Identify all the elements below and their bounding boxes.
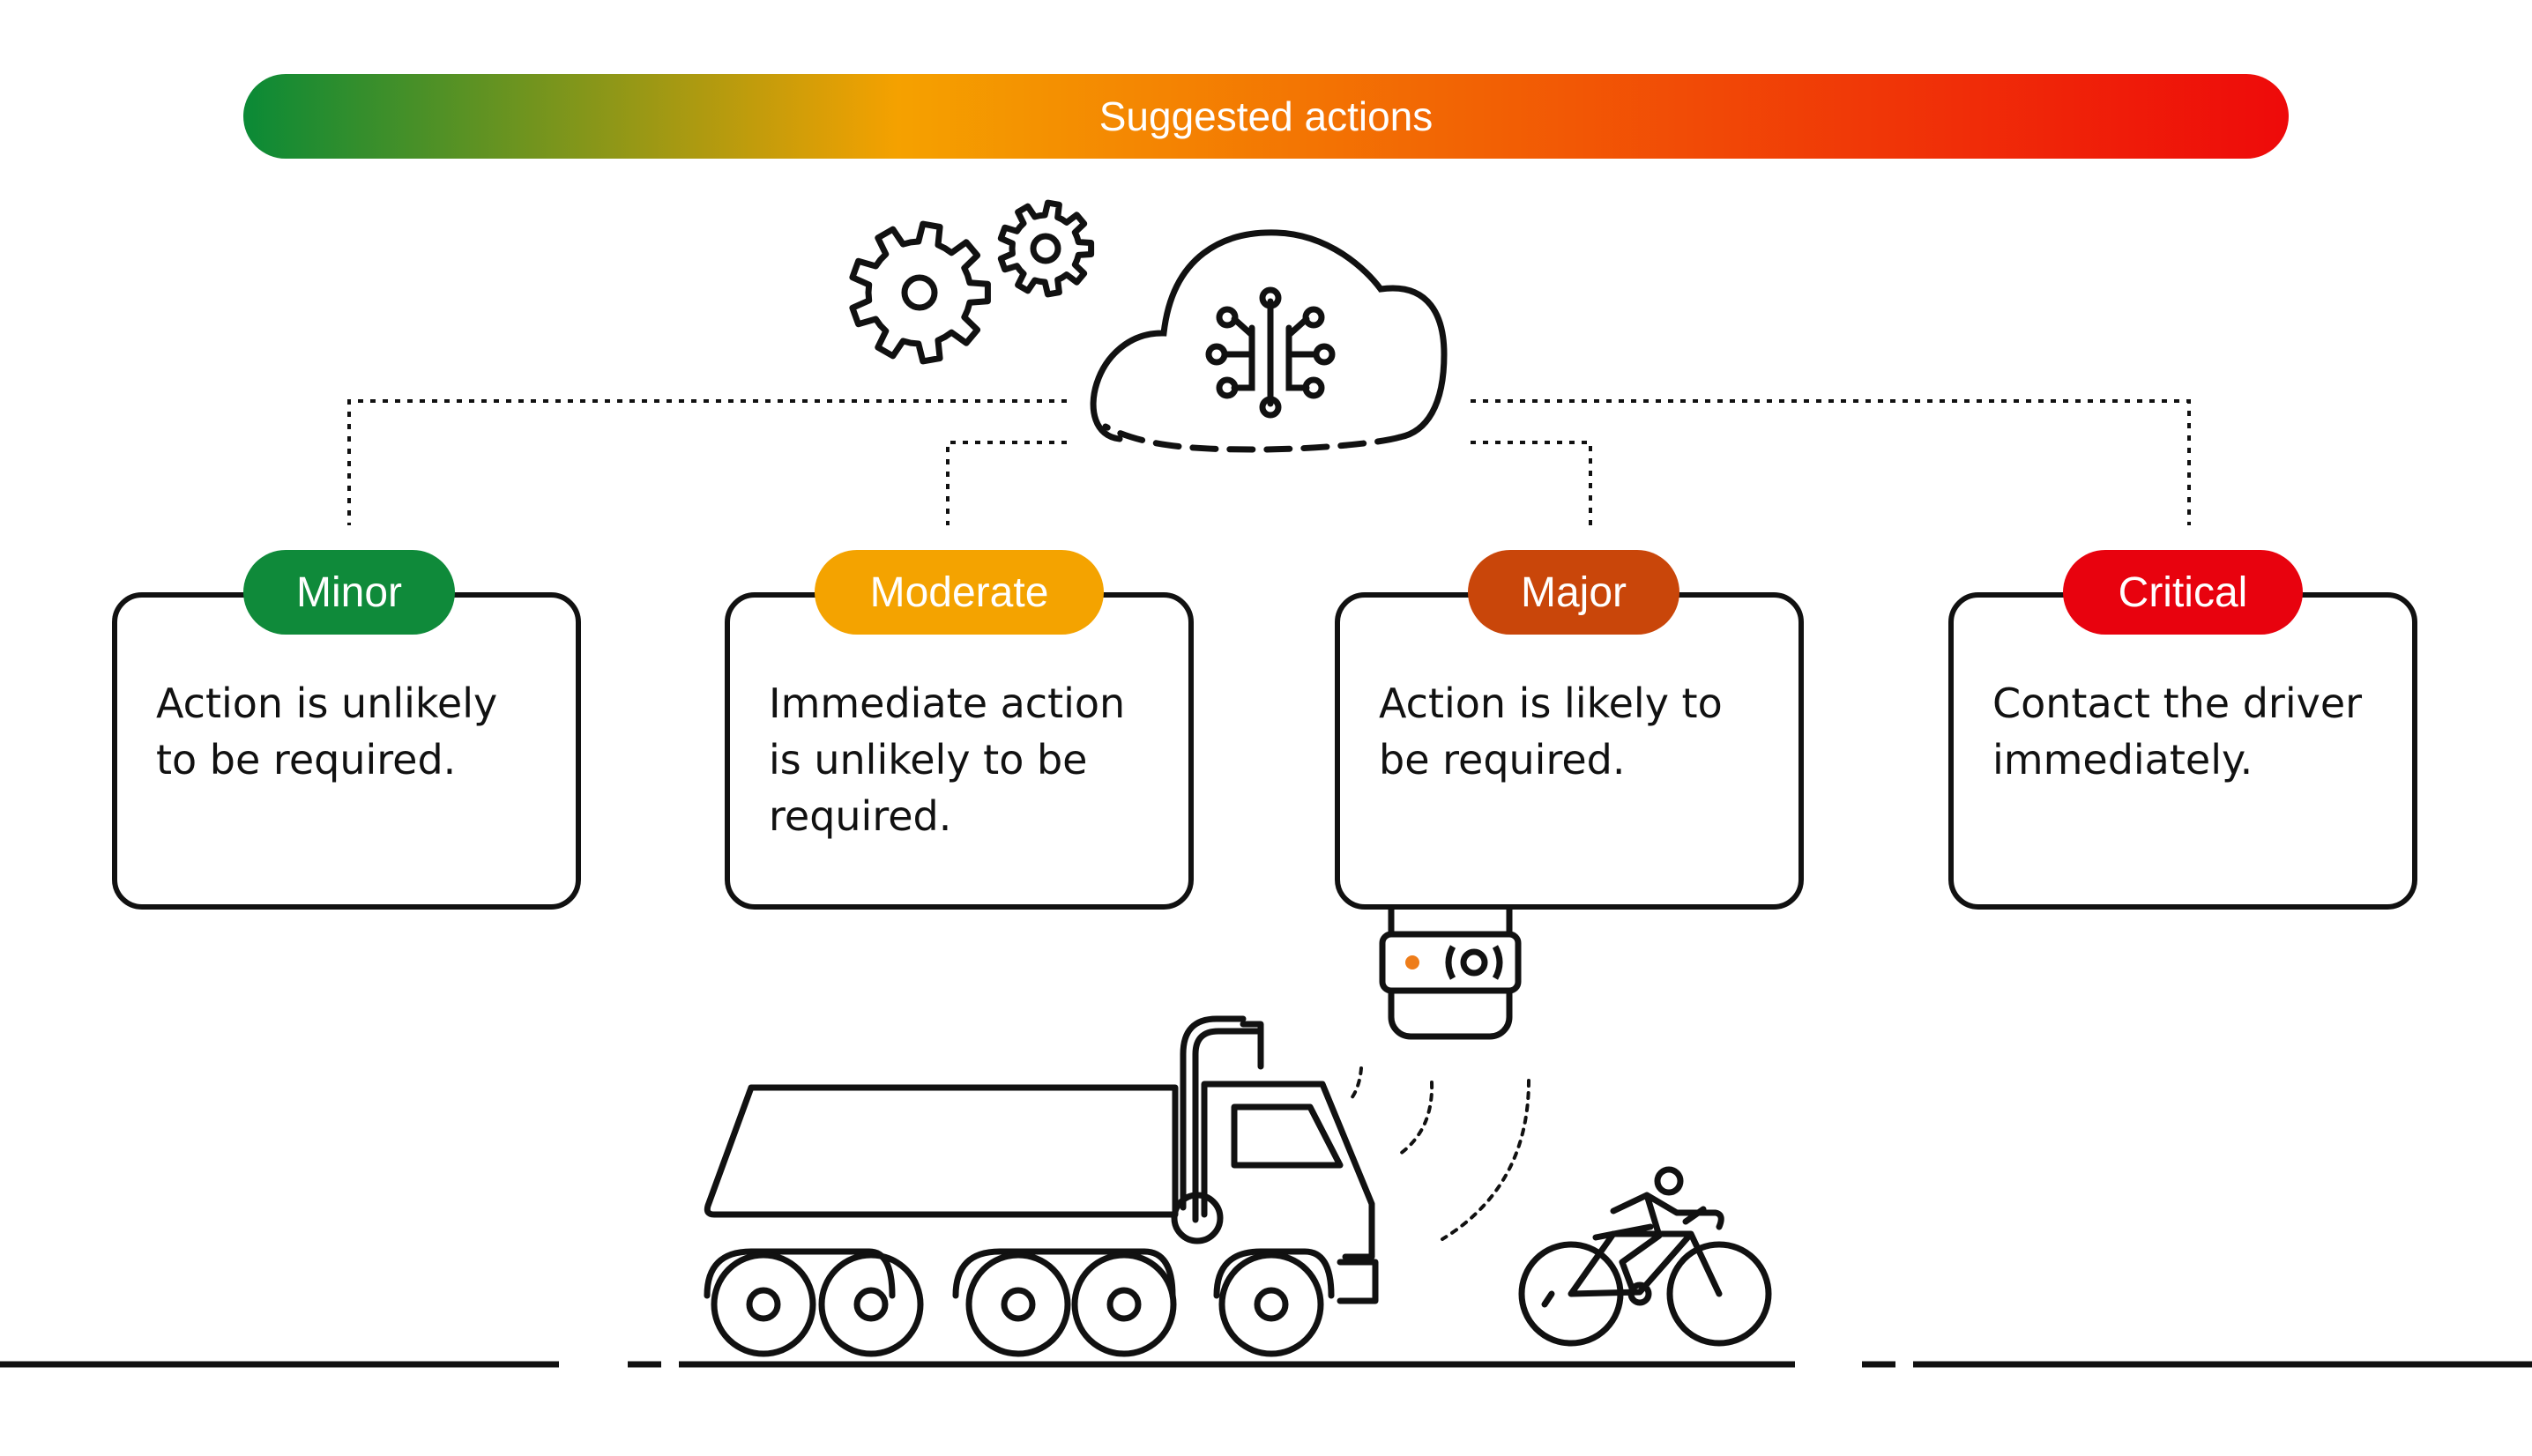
card-description: Action is unlikely to be required. — [156, 675, 549, 788]
gears-icon — [849, 199, 1095, 365]
card-line: Immediate action — [769, 680, 1126, 727]
sensor-signal-right — [1492, 945, 1503, 980]
truck-cab — [1201, 1081, 1375, 1260]
suggested-actions-banner: Suggested actions — [243, 74, 2289, 159]
card-description: Action is likely to be required. — [1379, 675, 1772, 788]
truck-exhaust-stack — [1240, 1021, 1264, 1070]
signal-wave-2 — [1395, 1081, 1434, 1158]
card-line: be required. — [1379, 736, 1626, 784]
circuit-node — [1259, 396, 1282, 419]
circuit-node — [1302, 306, 1325, 329]
pill-label: Moderate — [869, 568, 1049, 616]
gear-small-hub — [1030, 233, 1061, 264]
severity-pill-major: Major — [1468, 550, 1679, 635]
severity-pill-minor: Minor — [243, 550, 455, 635]
truck-dump-bed — [704, 1084, 1179, 1218]
severity-card-minor: Action is unlikely to be required. — [112, 592, 581, 910]
card-line: Action is unlikely — [156, 680, 498, 727]
circuit-node — [1302, 376, 1325, 399]
cloud-bottom-dashed — [1102, 423, 1404, 453]
card-line: Action is likely to — [1379, 680, 1723, 727]
severity-pill-moderate: Moderate — [815, 550, 1104, 635]
pill-label: Critical — [2118, 568, 2248, 616]
gear-large-hub — [901, 274, 938, 311]
card-line: to be required. — [156, 736, 457, 784]
truck-chassis — [704, 1248, 1335, 1299]
truck-fuel-tank — [1171, 1192, 1224, 1244]
connector-lines — [347, 399, 2191, 525]
connector-major — [1471, 441, 1592, 525]
cyclist-head — [1654, 1166, 1684, 1196]
signal-wave-1 — [1347, 1066, 1363, 1103]
connector-moderate — [946, 441, 1067, 525]
truck-exhaust-pipe — [1192, 1028, 1264, 1223]
truck-cab-window — [1231, 1103, 1344, 1169]
severity-card-major: Action is likely to be required. — [1335, 592, 1804, 910]
sensor-icon — [1379, 885, 1522, 1040]
circuit-node — [1259, 286, 1282, 309]
cloud-ai-circuit-icon — [1090, 229, 1448, 453]
card-description: Contact the driver immediately. — [1992, 675, 2386, 788]
signal-waves — [1347, 1066, 1530, 1241]
circuit-trace-right — [1285, 324, 1310, 391]
gear-large-icon — [849, 220, 991, 365]
bicycle-crank — [1627, 1281, 1652, 1306]
severity-card-critical: Contact the driver immediately. — [1948, 592, 2417, 910]
pill-label: Major — [1520, 568, 1627, 616]
bicycle-fender — [1541, 1290, 1555, 1308]
severity-card-moderate: Immediate action is unlikely to be requi… — [725, 592, 1194, 910]
connector-minor — [347, 399, 1067, 525]
pill-label: Minor — [295, 568, 403, 616]
dump-truck-icon — [704, 1015, 1379, 1357]
sensor-led — [1405, 955, 1419, 969]
bicycle-front-wheel — [1666, 1241, 1772, 1347]
card-line: immediately. — [1992, 736, 2253, 784]
cyclist-body — [1592, 1192, 1724, 1294]
severity-pill-critical: Critical — [2063, 550, 2303, 635]
circuit-node — [1216, 306, 1239, 329]
signal-wave-3 — [1441, 1079, 1530, 1241]
truck-front-bumper — [1337, 1259, 1379, 1304]
banner-label: Suggested actions — [1098, 93, 1434, 139]
cloud-outline — [1090, 229, 1448, 442]
sensor-signal-dot — [1460, 948, 1488, 977]
sensor-signal-left — [1445, 945, 1456, 980]
truck-wheels — [711, 1252, 1324, 1357]
card-line: required. — [769, 792, 952, 840]
gear-small-icon — [997, 199, 1095, 298]
circuit-node — [1216, 376, 1239, 399]
circuit-trace-left — [1231, 324, 1255, 391]
card-line: is unlikely to be — [769, 736, 1088, 784]
connector-critical — [1471, 399, 2191, 525]
card-line: Contact the driver — [1992, 680, 2363, 727]
card-description: Immediate action is unlikely to be requi… — [769, 675, 1162, 844]
cyclist-icon — [1518, 1166, 1772, 1347]
truck-exhaust-arm — [1180, 1015, 1247, 1211]
